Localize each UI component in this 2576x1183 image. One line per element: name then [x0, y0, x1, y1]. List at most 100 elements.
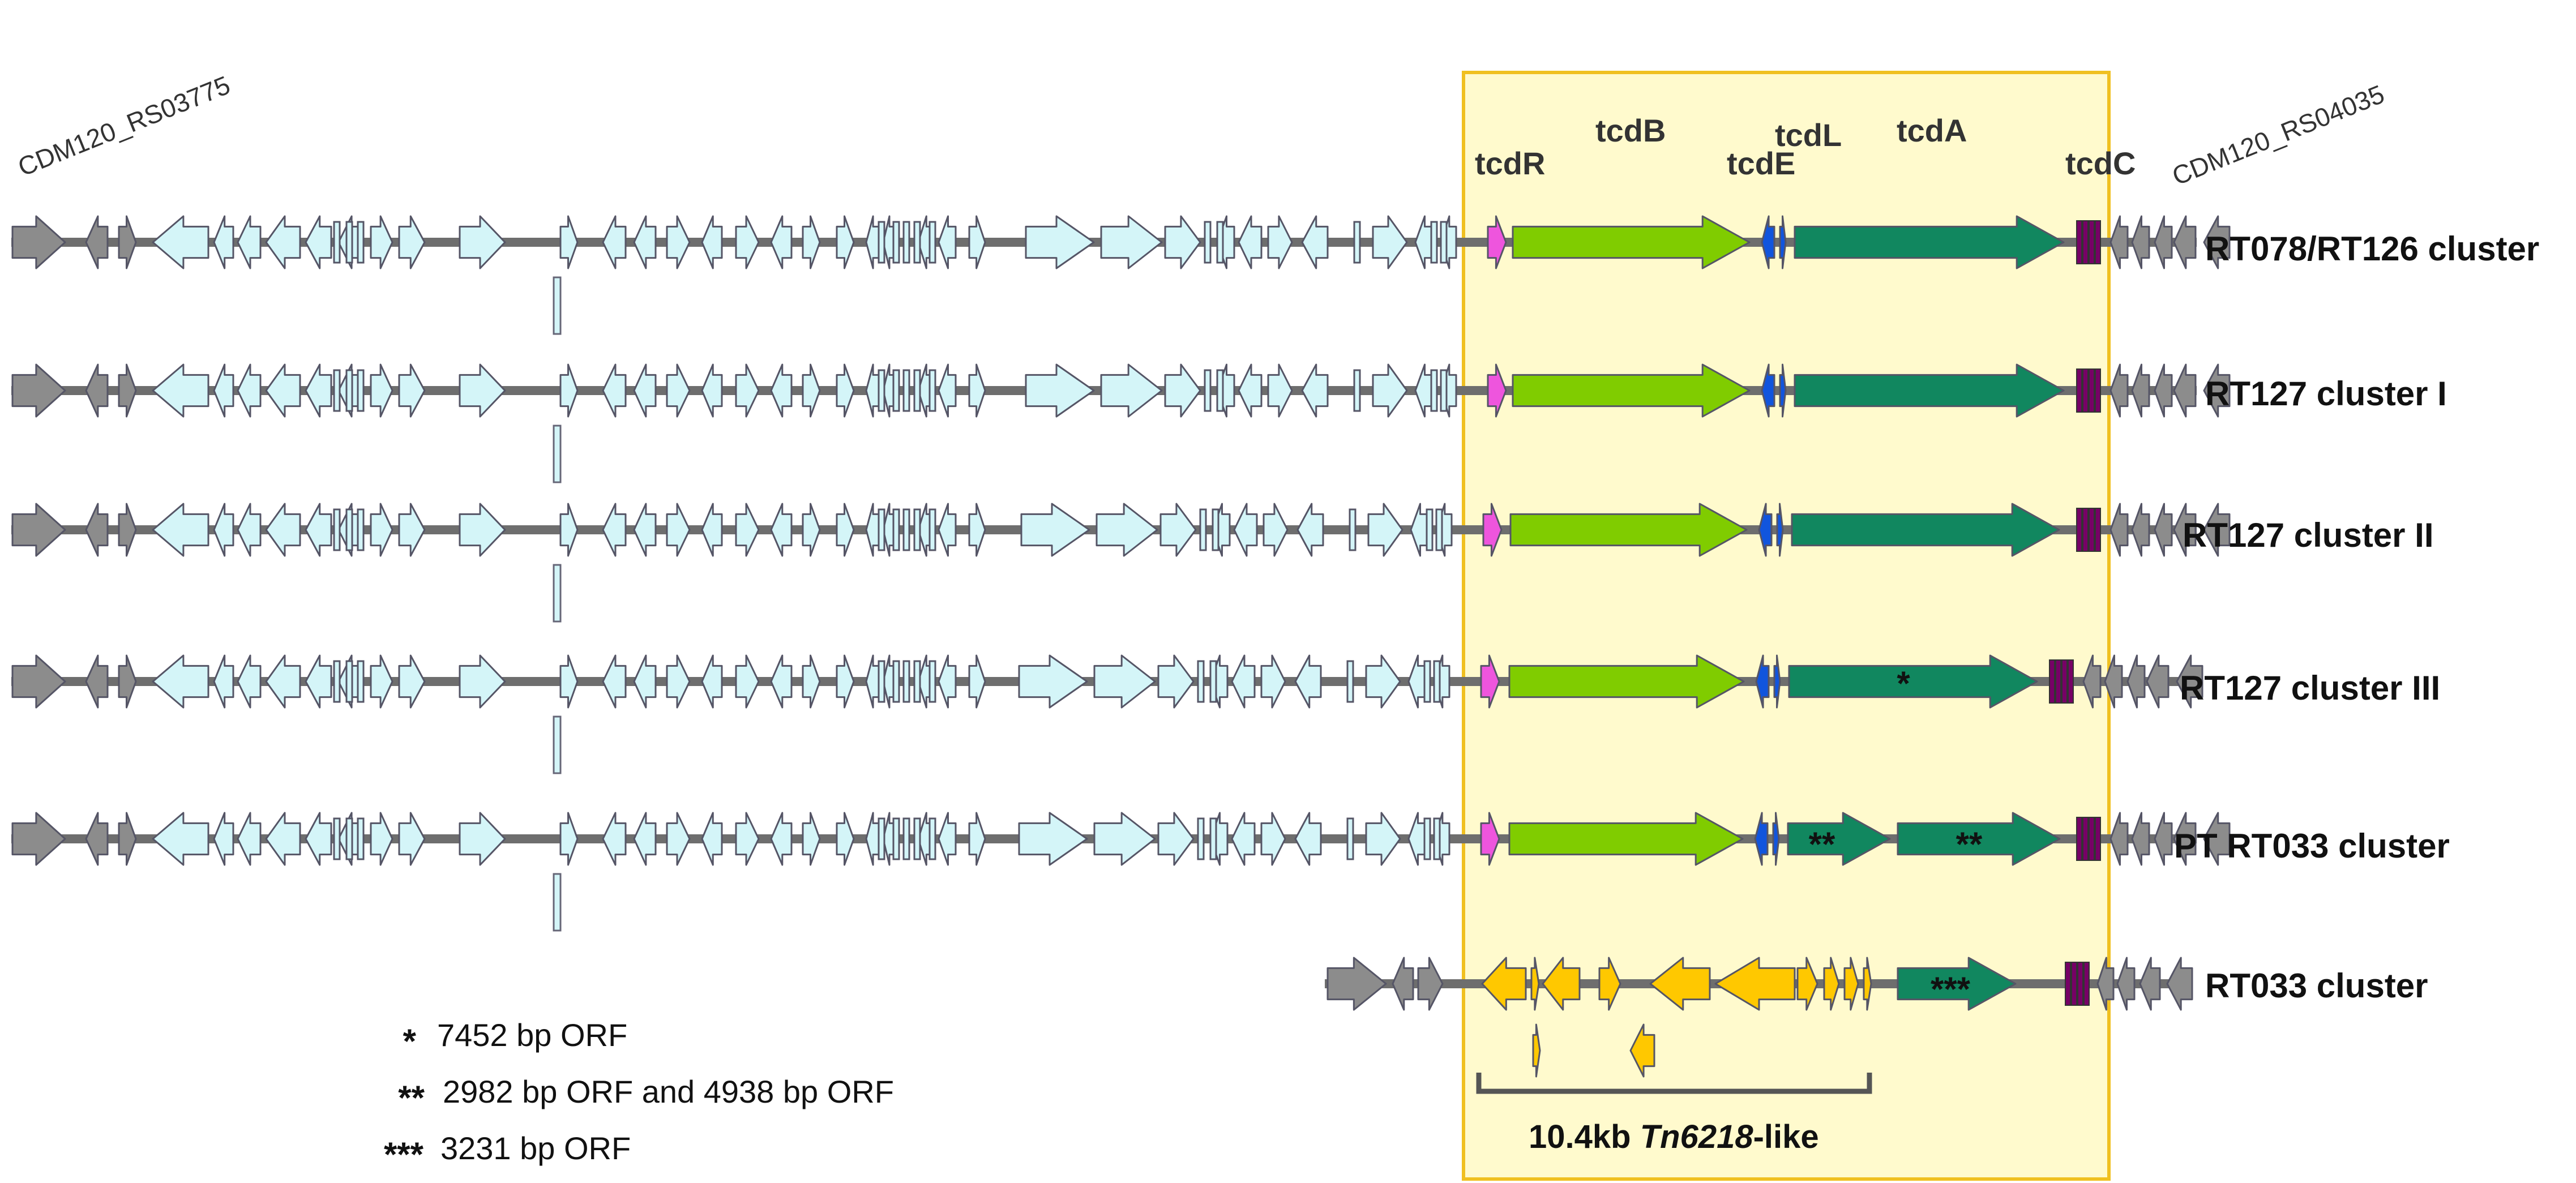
accessory-gene — [701, 812, 723, 866]
accessory-gene — [938, 215, 957, 269]
small-gene — [1204, 369, 1212, 412]
small-gene — [902, 508, 910, 551]
small-gene — [1216, 221, 1224, 264]
cluster-label-rt127-ii: RT127 cluster II — [2183, 516, 2434, 554]
flank-gene — [2104, 654, 2123, 709]
tcdC-gene — [2095, 817, 2101, 861]
small-gene — [345, 817, 353, 860]
accessory-gene — [459, 503, 506, 557]
small-gene — [892, 221, 900, 264]
accessory-gene — [305, 812, 332, 866]
accessory-gene — [836, 215, 855, 269]
flank-gene — [2109, 812, 2129, 866]
accessory-gene — [1267, 363, 1293, 418]
cluster-row — [11, 503, 2231, 623]
legend-symbol-3: *** — [384, 1135, 424, 1173]
small-gene — [1346, 660, 1354, 703]
accessory-gene — [213, 363, 234, 418]
flank-gene — [2131, 812, 2150, 866]
transposon-gene — [1598, 957, 1621, 1011]
small-gene — [1349, 508, 1357, 551]
cluster-row: * — [11, 654, 2203, 774]
accessory-gene — [1414, 215, 1434, 269]
tcdC-gene — [2095, 508, 2101, 552]
small-gene — [345, 221, 353, 264]
cluster-label-rt033: RT033 cluster — [2205, 967, 2428, 1005]
small-gene — [345, 369, 353, 412]
accessory-gene — [735, 503, 760, 557]
transposon-gene — [1481, 957, 1527, 1011]
small-gene — [1430, 221, 1438, 264]
cluster-label-rt127-iii: RT127 cluster III — [2180, 669, 2440, 707]
tcdR-gene — [1487, 215, 1507, 269]
flank-gene — [11, 503, 66, 557]
accessory-gene — [735, 812, 760, 866]
accessory-gene — [666, 503, 691, 557]
accessory-gene — [459, 363, 506, 418]
small-gene — [1440, 369, 1448, 412]
small-gene — [333, 817, 341, 860]
accessory-gene — [865, 215, 880, 269]
flank-gene — [118, 215, 137, 269]
tcdR-gene — [1480, 654, 1500, 709]
accessory-gene — [666, 812, 691, 866]
small-gene — [1209, 660, 1217, 703]
accessory-gene — [152, 503, 209, 557]
flank-gene — [1326, 957, 1387, 1011]
accessory-gene — [152, 812, 209, 866]
flank-gene — [2146, 654, 2170, 709]
accessory-gene — [1365, 654, 1401, 709]
accessory-gene — [968, 363, 986, 418]
accessory-gene — [213, 812, 234, 866]
accessory-gene — [865, 363, 880, 418]
flank-gene — [2139, 957, 2161, 1011]
accessory-gene — [938, 503, 957, 557]
accessory-gene — [802, 215, 821, 269]
accessory-gene — [1100, 215, 1163, 269]
flank-gene — [11, 654, 66, 709]
accessory-gene — [237, 654, 262, 709]
accessory-gene — [770, 503, 793, 557]
accessory-gene — [633, 503, 657, 557]
accessory-gene — [1365, 812, 1401, 866]
flank-gene — [2166, 957, 2193, 1011]
cluster-row: **** — [11, 812, 2231, 932]
small-gene — [1353, 369, 1361, 412]
accessory-gene — [370, 363, 393, 418]
accessory-gene — [1093, 812, 1156, 866]
small-gene — [892, 660, 900, 703]
tcdB-gene — [1509, 503, 1748, 557]
small-gene — [1433, 660, 1441, 703]
gene-label-tcdC: tcdC — [2065, 145, 2136, 181]
accessory-gene — [1367, 503, 1403, 557]
accessory-gene — [1164, 363, 1201, 418]
tcdL-gene — [1779, 215, 1787, 269]
accessory-gene — [1231, 812, 1256, 866]
accessory-gene — [770, 215, 793, 269]
accessory-gene — [237, 363, 262, 418]
flank-gene — [2082, 654, 2102, 709]
small-gene — [1204, 221, 1212, 264]
tcdC-gene — [2082, 508, 2089, 552]
accessory-gene — [666, 654, 691, 709]
gene-label-tcdE: tcdE — [1727, 145, 1795, 181]
tcdA-orf-1 — [1787, 812, 1891, 866]
small-gene — [1435, 508, 1443, 551]
accessory-gene — [1018, 812, 1088, 866]
cluster-rows: ******** — [11, 215, 2231, 1078]
legend-symbol-1: * — [403, 1022, 417, 1060]
tcdC-gene — [2083, 962, 2090, 1006]
accessory-gene — [398, 363, 426, 418]
accessory-gene — [1020, 503, 1090, 557]
flank-gene — [118, 363, 137, 418]
flank-gene — [1417, 957, 1444, 1011]
flank-gene — [2154, 503, 2173, 557]
flank-gene — [2116, 957, 2136, 1011]
accessory-gene — [633, 363, 657, 418]
tcdA-gene — [1794, 363, 2065, 418]
tcdA-gene — [1794, 215, 2065, 269]
accessory-gene — [398, 812, 426, 866]
flank-gene — [11, 812, 66, 866]
accessory-gene — [559, 654, 579, 709]
accessory-gene — [1159, 503, 1197, 557]
